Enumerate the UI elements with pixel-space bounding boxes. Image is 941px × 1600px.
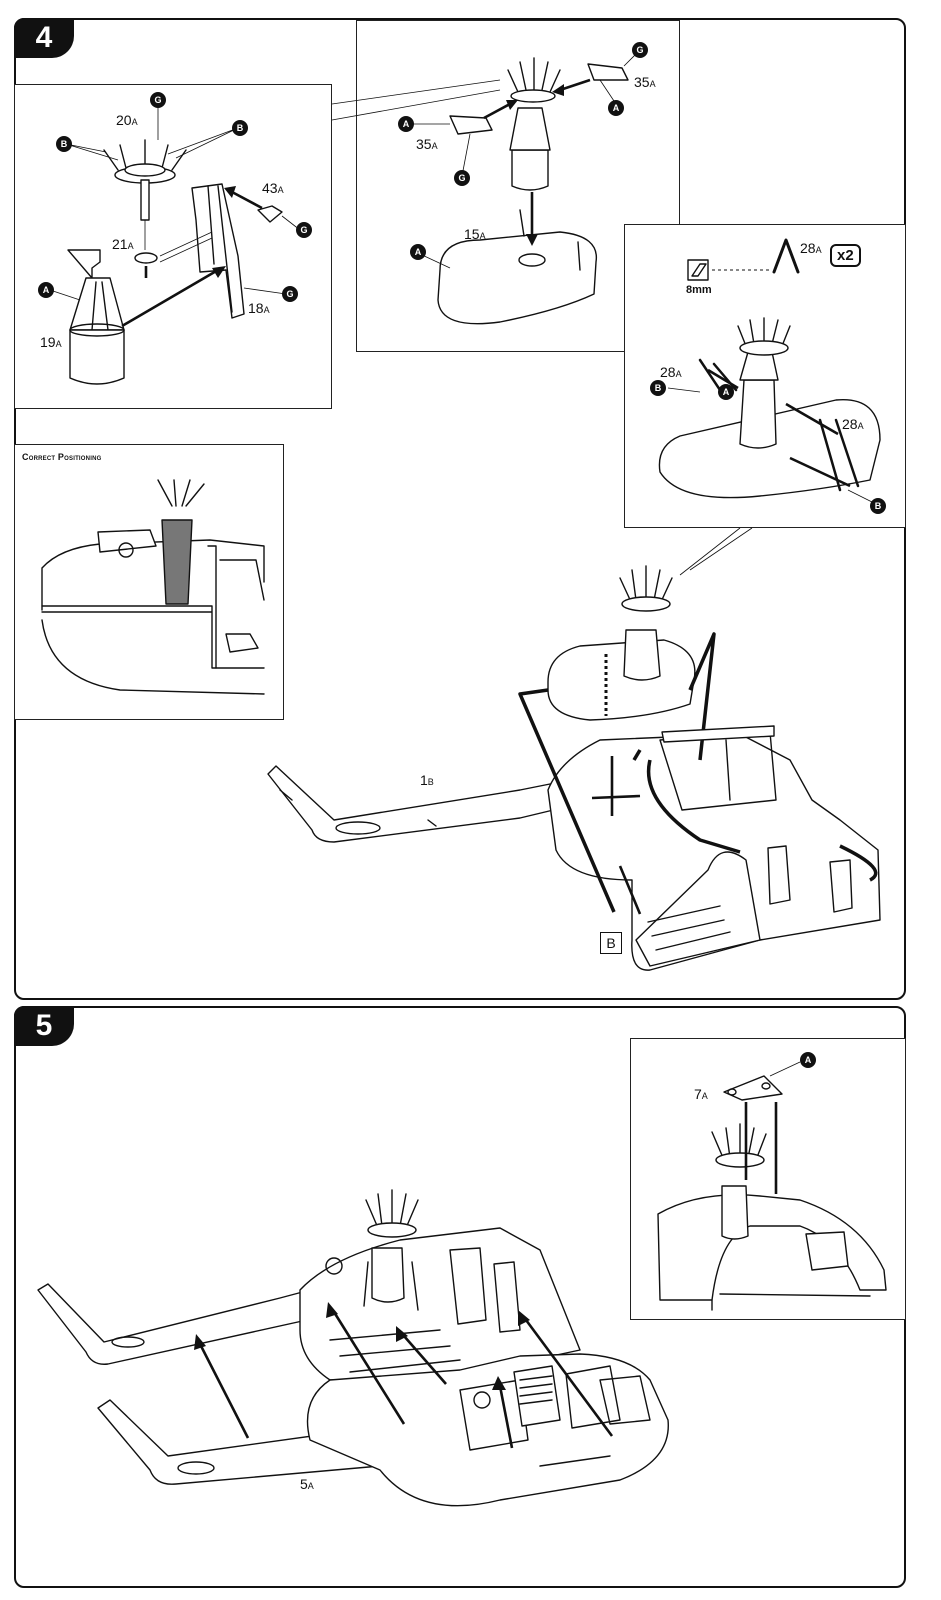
part-label-19a: 19A	[40, 334, 62, 350]
sprue-tag-g: G	[150, 92, 166, 108]
cowl-callout-drawing	[657, 1061, 887, 1311]
part-label-35a: 35A	[634, 74, 656, 90]
part-label-35a: 35A	[416, 136, 438, 152]
part-label-15a: 15A	[464, 226, 486, 242]
sprue-tag-a: A	[38, 282, 54, 298]
part-label-28a: 28A	[800, 240, 822, 256]
sprue-tag-b: B	[56, 136, 72, 152]
sprue-tag-b: B	[870, 498, 886, 514]
sprue-tag-a: A	[718, 384, 734, 400]
sprue-tag-g: G	[282, 286, 298, 302]
correct-positioning-box	[14, 444, 284, 720]
correct-positioning-caption: Correct Positioning	[22, 452, 102, 462]
part-label-5a: 5A	[300, 1476, 314, 1492]
sprue-tag-a: A	[608, 100, 624, 116]
part-label-21a: 21A	[112, 236, 134, 252]
rotor-head-assembly-drawing	[49, 98, 301, 385]
part-label-43a: 43A	[262, 180, 284, 196]
correct-positioning-drawing	[41, 479, 265, 695]
quantity-badge: x2	[830, 244, 861, 267]
sprue-tag-g: G	[632, 42, 648, 58]
sprue-tag-b: B	[232, 120, 248, 136]
step-number: 4	[14, 18, 74, 58]
sprue-tag-g: G	[296, 222, 312, 238]
step-5-main-assembly	[37, 1189, 669, 1507]
part-label-28a: 28A	[842, 416, 864, 432]
reference-marker-b: B	[600, 932, 622, 954]
callout-connector	[679, 527, 753, 576]
part-label-20a: 20A	[116, 112, 138, 128]
sprue-tag-a: A	[398, 116, 414, 132]
sprue-tag-a: A	[800, 1052, 816, 1068]
platform-assembly-drawing	[410, 49, 641, 325]
support-rods-drawing	[658, 238, 881, 505]
cut-length-label: 8mm	[686, 284, 712, 296]
sprue-tag-a: A	[410, 244, 426, 260]
step-number: 5	[14, 1006, 74, 1046]
step-4-main-assembly	[267, 565, 881, 971]
callout-connector	[331, 79, 501, 121]
part-label-1b: 1B	[420, 772, 434, 788]
part-label-7a: 7A	[694, 1086, 708, 1102]
sprue-tag-g: G	[454, 170, 470, 186]
part-label-18a: 18A	[248, 300, 270, 316]
part-label-28a: 28A	[660, 364, 682, 380]
sprue-tag-b: B	[650, 380, 666, 396]
